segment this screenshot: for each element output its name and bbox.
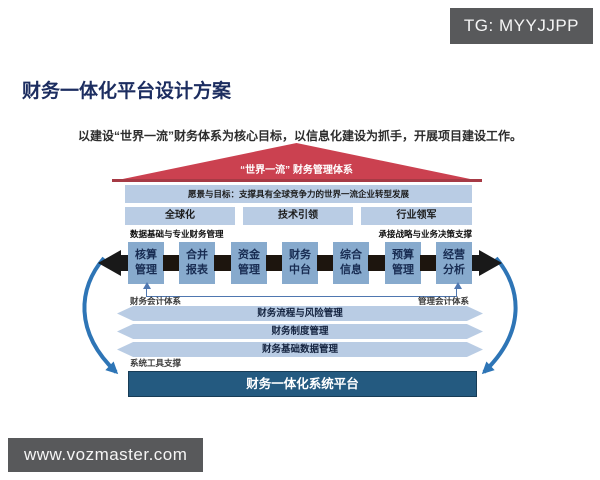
layer-bar-process-risk: 财务流程与风险管理 xyxy=(117,306,483,321)
flow-arrow-right-stem xyxy=(471,255,479,271)
module-connector xyxy=(266,255,283,271)
u-arrowhead-right-icon xyxy=(454,282,462,289)
module-connector xyxy=(317,255,334,271)
roof-baseline xyxy=(112,179,482,182)
module-box-budget: 预算 管理 xyxy=(385,242,421,284)
roof-triangle: “世界一流” 财务管理体系 xyxy=(118,143,475,180)
section-label-right: 承接战略与业务决策支撑 xyxy=(378,229,472,239)
roof-label: “世界一流” 财务管理体系 xyxy=(240,165,353,176)
module-box-comprehensive-info: 综合 信息 xyxy=(333,242,369,284)
pillar-industry-leader: 行业领军 xyxy=(361,207,472,225)
module-connector xyxy=(163,255,180,271)
layer-bar-system-management: 财务制度管理 xyxy=(117,324,483,339)
module-connector xyxy=(420,255,437,271)
flow-arrow-left-icon xyxy=(98,250,121,276)
platform-bar: 财务一体化系统平台 xyxy=(128,371,477,397)
section-label-left: 数据基础与专业财务管理 xyxy=(130,229,224,239)
flow-arrow-left-stem xyxy=(120,255,129,271)
tools-support-label: 系统工具支撑 xyxy=(130,358,182,368)
pillar-globalization: 全球化 xyxy=(125,207,235,225)
flow-arrow-right-icon xyxy=(479,250,502,276)
module-connector xyxy=(368,255,385,271)
u-arrowhead-left-icon xyxy=(143,282,151,289)
page-subtitle: 以建设“世界一流”财务体系为核心目标，以信息化建设为抓手，开展项目建设工作。 xyxy=(77,129,522,143)
module-connector xyxy=(214,255,231,271)
system-label-financial-accounting: 财务会计体系 xyxy=(130,296,182,306)
tg-watermark-badge: TG: MYYJJPP xyxy=(449,8,593,44)
layer-bar-basic-data: 财务基础数据管理 xyxy=(117,342,483,357)
page-title: 财务一体化平台设计方案 xyxy=(22,81,232,102)
vision-bar: 愿景与目标：支撑具有全球竞争力的世界一流企业转型发展 xyxy=(125,185,472,203)
system-label-management-accounting: 管理会计体系 xyxy=(417,296,469,306)
module-box-business-analysis: 经营 分析 xyxy=(436,242,472,284)
u-connector xyxy=(146,287,457,297)
module-box-treasury: 资金 管理 xyxy=(231,242,267,284)
pillar-tech-leadership: 技术引领 xyxy=(243,207,353,225)
module-box-finance-middle-platform: 财务 中台 xyxy=(282,242,318,284)
site-watermark-badge: www.vozmaster.com xyxy=(8,438,204,472)
module-box-consolidated-reports: 合并 报表 xyxy=(179,242,215,284)
module-box-accounting: 核算 管理 xyxy=(128,242,164,284)
